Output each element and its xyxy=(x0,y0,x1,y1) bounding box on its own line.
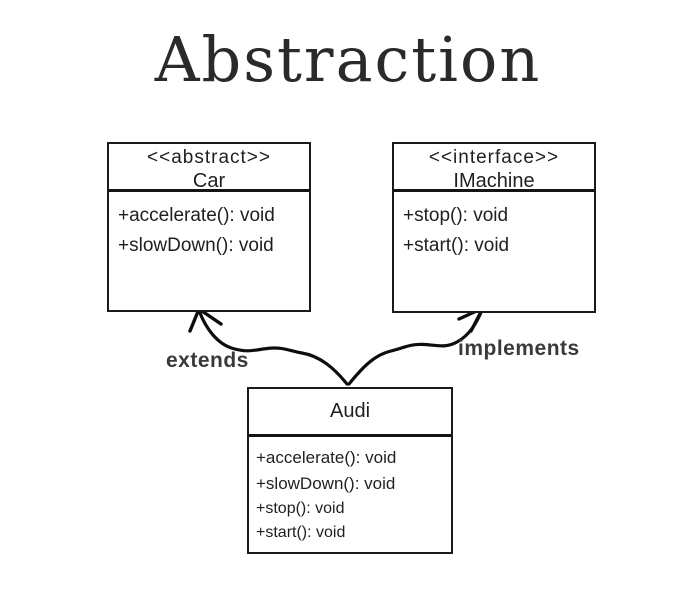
audi-class-name: Audi xyxy=(329,400,371,422)
audi-header: Audi xyxy=(249,389,451,437)
class-box-car: <<abstract>> Car +accelerate(): void +sl… xyxy=(107,142,311,312)
implements-arrow-line xyxy=(347,308,484,386)
car-methods-section: +accelerate(): void +slowDown(): void xyxy=(109,192,309,261)
audi-method-stop: +stop(): void xyxy=(256,500,345,517)
car-method-accelerate: +accelerate(): void xyxy=(118,205,275,226)
audi-method-accelerate: +accelerate(): void xyxy=(256,448,397,467)
imachine-method-start: +start(): void xyxy=(403,235,510,256)
car-header: <<abstract>> Car xyxy=(109,144,309,192)
audi-method-slowdown: +slowDown(): void xyxy=(256,474,396,493)
imachine-method-stop: +stop(): void xyxy=(403,205,509,226)
imachine-header: <<interface>> IMachine xyxy=(394,144,594,192)
extends-arrowhead-icon xyxy=(188,307,223,333)
imachine-stereotype: <<interface>> xyxy=(428,147,560,168)
imachine-class-name: IMachine xyxy=(453,170,535,192)
interface-box-imachine: <<interface>> IMachine +stop(): void +st… xyxy=(392,142,596,313)
imachine-methods-section: +stop(): void +start(): void xyxy=(394,192,594,261)
diagram-title: Abstraction xyxy=(154,23,542,96)
extends-label: extends xyxy=(166,349,249,372)
class-box-audi: Audi +accelerate(): void +slowDown(): vo… xyxy=(247,387,453,554)
car-stereotype: <<abstract>> xyxy=(147,147,271,168)
implements-label: implements xyxy=(458,337,580,360)
extends-arrow-line xyxy=(198,311,349,386)
audi-method-start: +start(): void xyxy=(256,524,346,541)
car-method-slowdown: +slowDown(): void xyxy=(118,235,274,256)
audi-methods-section: +accelerate(): void +slowDown(): void +s… xyxy=(249,437,451,545)
car-class-name: Car xyxy=(192,170,226,192)
